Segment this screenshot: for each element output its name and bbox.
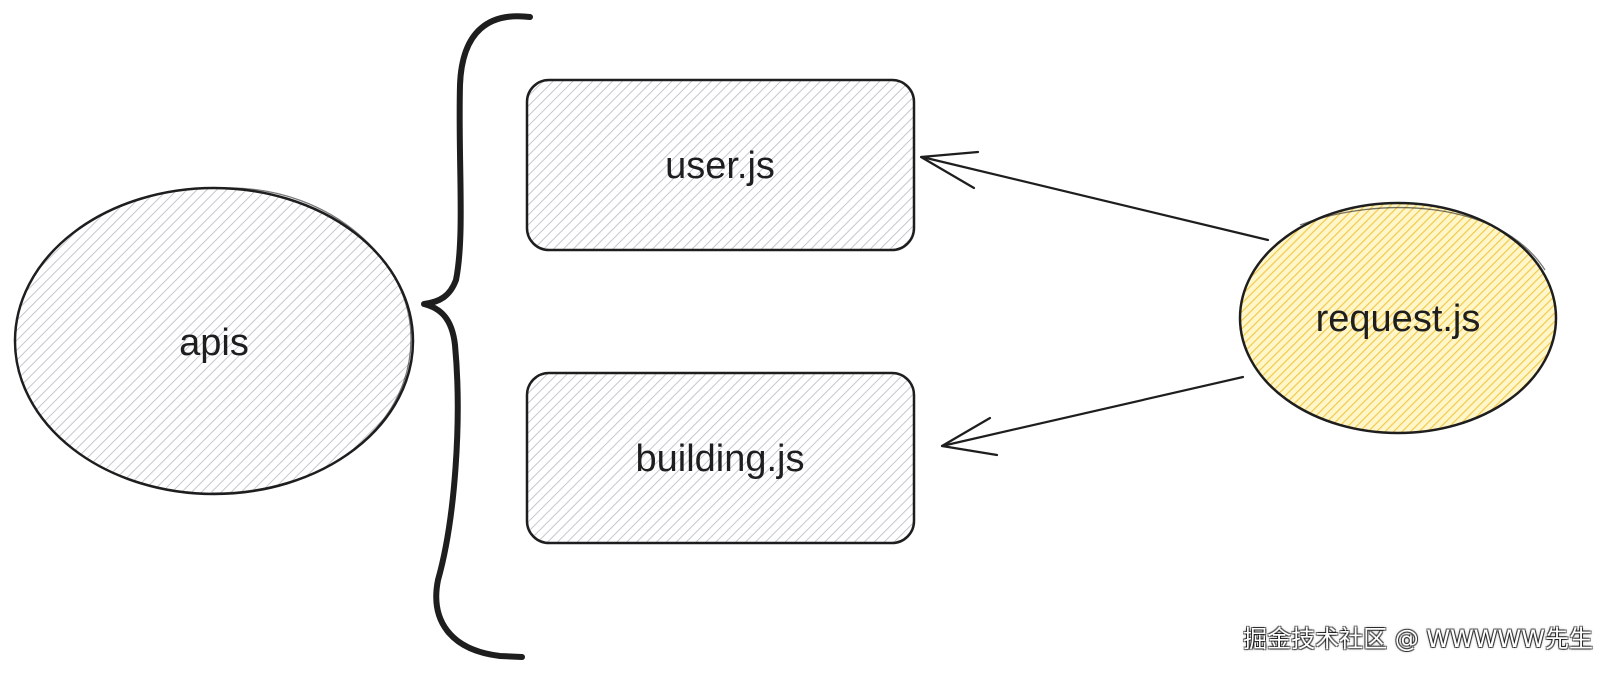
apis-label: apis (179, 322, 249, 364)
building-js-label: building.js (636, 438, 805, 480)
building-js-box (525, 371, 916, 545)
request-js-ellipse (1238, 201, 1558, 435)
apis-node[interactable]: apis (13, 186, 415, 496)
request-js-node[interactable]: request.js (1238, 201, 1558, 435)
arrow-request-to-user (919, 150, 1270, 242)
curly-brace (421, 13, 533, 660)
apis-ellipse (13, 186, 415, 496)
request-js-label: request.js (1316, 298, 1481, 340)
watermark-text: 掘金技术社区 @ WWWWW先生 (1243, 625, 1593, 653)
building-js-node[interactable]: building.js (525, 371, 916, 545)
request-js-ellipse-sketch-stroke (1299, 206, 1546, 271)
arrow-request-to-building (940, 375, 1245, 457)
user-js-box (525, 78, 916, 252)
apis-ellipse-sketch-stroke (211, 187, 412, 494)
user-js-node[interactable]: user.js (525, 78, 916, 252)
user-js-label: user.js (665, 145, 775, 187)
